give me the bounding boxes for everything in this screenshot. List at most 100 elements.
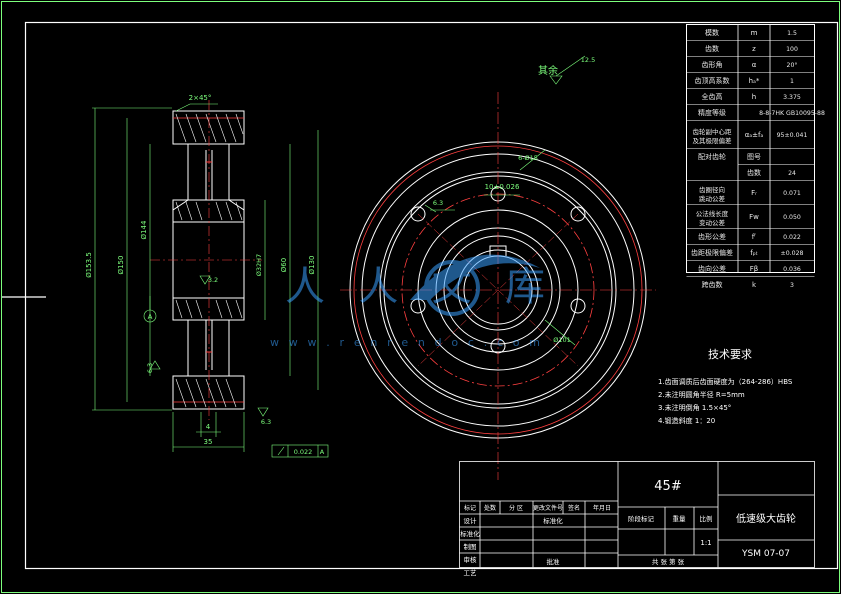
material: 45#: [654, 479, 681, 494]
param-symbol: 齿数: [747, 168, 761, 177]
param-row: 齿形角 α 20°: [702, 60, 798, 69]
param-value: 20°: [787, 61, 798, 69]
roughness-rest-value: 12.5: [581, 56, 595, 64]
roughness-bottom: 6.3: [261, 418, 271, 426]
drawing-number: YSM 07-07: [741, 549, 790, 559]
param-name: 全齿高: [702, 92, 723, 101]
revision-header: 签名: [568, 504, 580, 512]
technical-requirements: 技术要求 1.齿面调质后齿面硬度为（264-286）HBS 2.未注明圆角半径 …: [658, 348, 793, 425]
param-value: 0.036: [783, 266, 801, 273]
holes-dim: 6-Ø15: [518, 154, 538, 162]
signoff-row-label: 审核: [464, 555, 478, 564]
roughness-side: 3.2: [208, 276, 218, 284]
param-name: 齿顶高系数: [695, 76, 730, 85]
param-name: 配对齿轮: [698, 152, 726, 161]
param-row: 齿向公差 Fβ 0.036: [698, 264, 801, 273]
front-view-dimensions: [424, 55, 586, 346]
signoff-row-label: 制图: [464, 542, 477, 551]
param-symbol: hₐ*: [749, 77, 760, 85]
param-name: 变动公差: [699, 218, 726, 227]
param-value: 0.050: [783, 214, 801, 221]
param-name: 精度等级: [698, 108, 726, 117]
part-name: 低速级大齿轮: [736, 512, 796, 525]
watermark-logo-icon: [410, 254, 540, 300]
revision-header: 分 区: [509, 504, 523, 512]
param-value: 8-8-7HK GB10095-88: [759, 110, 825, 117]
param-symbol: Fᵣ: [751, 189, 757, 197]
weight-label: 重量: [673, 515, 687, 523]
param-value: 1.5: [787, 30, 797, 37]
param-row: 齿距极限偏差 fₚₜ ±0.028: [691, 248, 804, 257]
param-value: 100: [786, 46, 798, 53]
drawing-frame: [24, 21, 839, 570]
param-symbol: α: [752, 61, 757, 69]
param-name: 跳动公差: [699, 194, 726, 203]
param-name: 模数: [705, 28, 719, 37]
approval-label: 批准: [547, 557, 561, 566]
param-name: 齿形公差: [698, 232, 726, 241]
d5-dim: Ø130: [308, 256, 316, 275]
param-symbol: h: [752, 93, 756, 101]
side-view-dimensions: [92, 103, 329, 458]
pitch-circle-dim: Ø101: [553, 336, 571, 344]
sheets-label: 共 张 第 张: [652, 557, 685, 566]
roughness-rest-label: 其余: [538, 64, 558, 77]
param-name: 跨齿数: [702, 280, 723, 289]
param-name: 齿轮副中心距: [693, 127, 733, 136]
param-symbol: Fβ: [750, 265, 759, 273]
param-value: 3.375: [783, 94, 801, 101]
param-row: 齿顶高系数 hₐ* 1: [695, 76, 795, 85]
param-row: 模数 m 1.5: [705, 28, 797, 37]
standardization-label: 标准化: [543, 516, 563, 525]
param-symbol: fᶠ: [752, 233, 757, 241]
gear-side-view: [150, 100, 262, 420]
watermark-url: w w w . r e n r e n d o c . c o m: [270, 336, 540, 349]
param-name: 齿形角: [702, 60, 723, 69]
param-symbol: fₚₜ: [750, 249, 758, 257]
param-value: 0.071: [783, 190, 801, 197]
param-symbol: αₐ±fₐ: [745, 131, 764, 139]
hub-front-dim: 6.3: [433, 199, 443, 207]
note-item: 2.未注明圆角半径 R=5mm: [658, 390, 745, 399]
param-value: ±0.028: [781, 250, 804, 257]
width-dim: 35: [204, 438, 213, 446]
scale-label: 比例: [700, 514, 713, 523]
note-item: 4.锻造斜度 1：20: [658, 416, 715, 425]
watermark-logo: 人人文库: [285, 264, 545, 310]
signoff-row-label: 工艺: [464, 569, 478, 577]
note-item: 1.齿面调质后齿面硬度为（264-286）HBS: [658, 377, 793, 386]
param-value: 3: [790, 282, 794, 289]
param-row: 配对齿轮 图号: [698, 152, 761, 161]
roughness-hub: 6.3: [146, 363, 154, 373]
param-symbol: 图号: [747, 153, 761, 161]
d4-dim: Ø60: [280, 258, 288, 272]
datum-label: A: [148, 313, 153, 321]
gd-datum: A: [320, 448, 325, 456]
param-name: 齿向公差: [698, 264, 726, 273]
signoff-row-label: 设计: [464, 516, 478, 525]
param-symbol: Fw: [749, 213, 759, 221]
hub-dim: Ø32H7: [255, 254, 263, 276]
param-name: 齿圈径向: [699, 185, 725, 194]
param-value: 1: [790, 78, 794, 85]
d2-dim: Ø150: [117, 256, 125, 275]
web-dim: 4: [206, 423, 211, 431]
chamfer-dim: 2×45°: [189, 94, 212, 102]
param-symbol: m: [751, 29, 758, 37]
revision-header: 更改文件号: [533, 504, 563, 512]
param-name: 齿距极限偏差: [691, 248, 733, 257]
param-row: 精度等级 8-8-7HK GB10095-88: [698, 108, 825, 117]
param-row: 全齿高 h 3.375: [702, 92, 801, 101]
title-block: [459, 461, 815, 568]
param-value: 0.022: [783, 234, 801, 241]
param-name: 公法线长度: [696, 209, 729, 218]
gd-tolerance: 0.022: [294, 448, 313, 456]
gear-front-view: [340, 92, 656, 480]
watermark: 人人文库 w w w . r e n r e n d o c . c o m: [270, 254, 545, 349]
